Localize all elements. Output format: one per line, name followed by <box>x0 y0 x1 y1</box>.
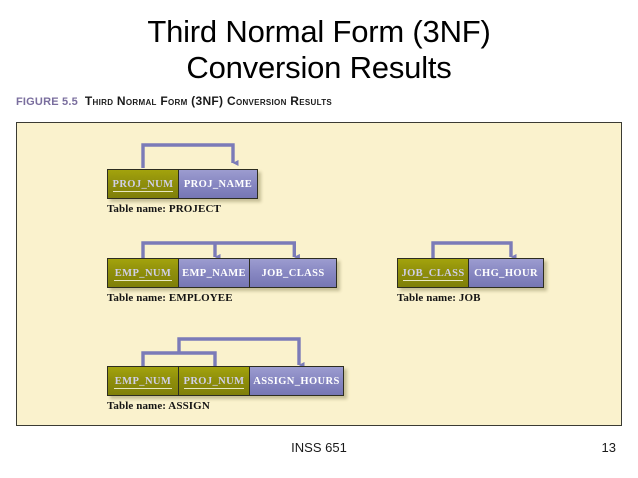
table-name-label-job: Table name: JOB <box>397 292 481 304</box>
table-group-project: PROJ_NUM PROJ_NAME Table name: PROJECT <box>107 169 258 215</box>
attribute-box-job-class[interactable]: JOB_CLASS <box>249 258 337 288</box>
attribute-box-proj-num[interactable]: PROJ_NUM <box>107 169 179 199</box>
footer-page-number: 13 <box>601 440 616 455</box>
table-name-label-project: Table name: PROJECT <box>107 203 221 215</box>
figure-panel: PROJ_NUM PROJ_NAME Table name: PROJECT E… <box>16 122 622 426</box>
attribute-label: JOB_CLASS <box>261 267 325 279</box>
primary-key-underline <box>114 387 172 389</box>
attribute-label: CHG_HOUR <box>474 267 538 279</box>
attribute-box-chg-hour[interactable]: CHG_HOUR <box>468 258 544 288</box>
attribute-box-emp-num[interactable]: EMP_NUM <box>107 366 179 396</box>
attribute-label: PROJ_NUM <box>112 178 174 190</box>
table-row: EMP_NUM EMP_NAME JOB_CLASS <box>107 258 337 288</box>
attribute-box-proj-name[interactable]: PROJ_NAME <box>178 169 258 199</box>
table-row: JOB_CLASS CHG_HOUR <box>397 258 544 288</box>
primary-key-underline <box>403 279 463 281</box>
page-title-line-2: Conversion Results <box>186 50 452 85</box>
table-group-assign: EMP_NUM PROJ_NUM ASSIGN_HOURS Table name… <box>107 366 344 412</box>
footer-course-label: INSS 651 <box>291 440 347 455</box>
attribute-label: EMP_NUM <box>114 267 172 279</box>
attribute-box-job-class[interactable]: JOB_CLASS <box>397 258 469 288</box>
figure-caption-text: Third Normal Form (3NF) Conversion Resul… <box>84 94 333 108</box>
attribute-label: JOB_CLASS <box>401 267 465 279</box>
attribute-label: PROJ_NAME <box>183 178 253 190</box>
table-row: PROJ_NUM PROJ_NAME <box>107 169 258 199</box>
attribute-label: PROJ_NUM <box>183 375 245 387</box>
attribute-label: EMP_NUM <box>114 375 172 387</box>
table-group-job: JOB_CLASS CHG_HOUR Table name: JOB <box>397 258 544 304</box>
page-title: Third Normal Form (3NF) Conversion Resul… <box>0 14 638 86</box>
primary-key-underline <box>184 387 244 389</box>
primary-key-underline <box>114 279 172 281</box>
table-name-label-employee: Table name: EMPLOYEE <box>107 292 233 304</box>
attribute-box-emp-num[interactable]: EMP_NUM <box>107 258 179 288</box>
attribute-box-proj-num[interactable]: PROJ_NUM <box>178 366 250 396</box>
page-title-line-1: Third Normal Form (3NF) <box>147 14 491 49</box>
primary-key-underline <box>113 190 173 192</box>
table-group-employee: EMP_NUM EMP_NAME JOB_CLASS Table name: E… <box>107 258 337 304</box>
attribute-box-emp-name[interactable]: EMP_NAME <box>178 258 250 288</box>
table-name-label-assign: Table name: ASSIGN <box>107 400 210 412</box>
figure-caption: FIGURE 5.5 Third Normal Form (3NF) Conver… <box>16 94 332 108</box>
attribute-box-assign-hours[interactable]: ASSIGN_HOURS <box>249 366 344 396</box>
attribute-label: EMP_NAME <box>182 267 246 279</box>
arrow-project-projnum-to-projname <box>141 143 239 168</box>
table-row: EMP_NUM PROJ_NUM ASSIGN_HOURS <box>107 366 344 396</box>
figure-number: FIGURE 5.5 <box>16 96 78 108</box>
attribute-label: ASSIGN_HOURS <box>253 375 340 387</box>
